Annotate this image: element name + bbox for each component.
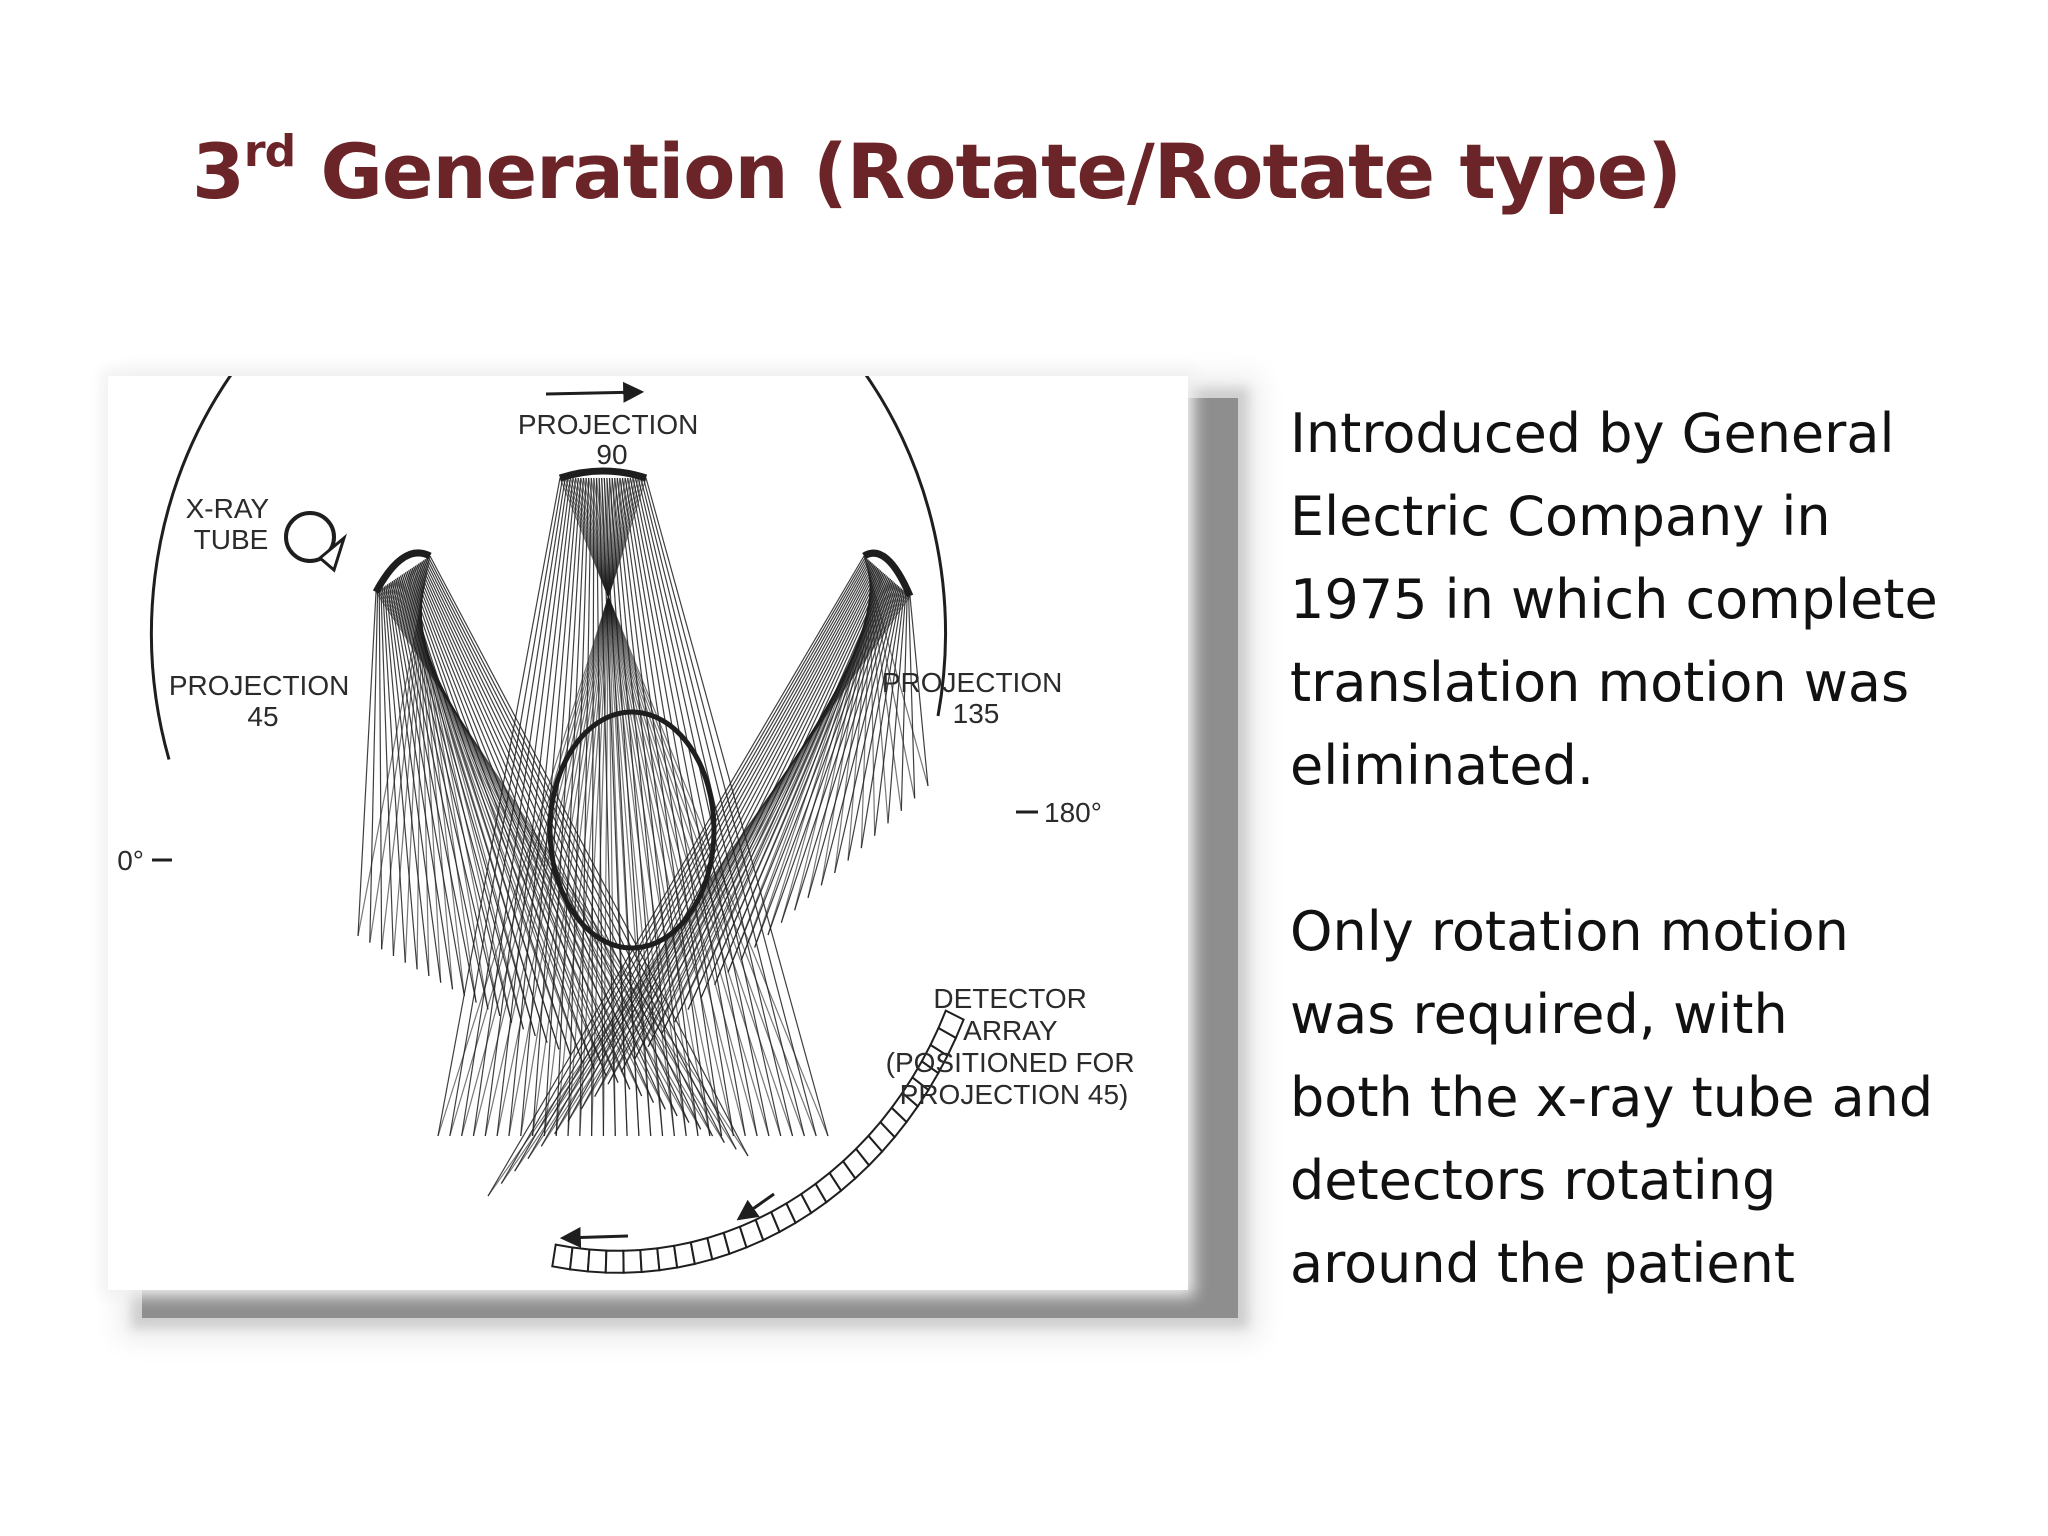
xray-tube-icon bbox=[284, 511, 347, 573]
label-angle-180: 180° bbox=[1044, 797, 1102, 828]
slide-title: 3rd Generation (Rotate/Rotate type) bbox=[192, 112, 1682, 232]
paragraph-line: translation motion was bbox=[1290, 651, 1910, 714]
beam-fan-135 bbox=[487, 549, 929, 1197]
detector-array-icon bbox=[551, 1009, 965, 1274]
paragraph-line: both the x-ray tube and bbox=[1290, 1066, 1934, 1129]
label-angle-0: 0° bbox=[117, 845, 144, 876]
label-detector-array: DETECTOR ARRAY (POSITIONED FOR PROJECTIO… bbox=[886, 983, 1143, 1110]
patient-outline bbox=[547, 709, 717, 951]
slide-body: Introduced by General Electric Company i… bbox=[1290, 392, 2010, 1388]
figure-frame: PROJECTION 90 X-RAY TUBE PROJECTION 45 P… bbox=[108, 376, 1188, 1290]
xray-beam-fans bbox=[357, 467, 929, 1197]
label-projection-90: PROJECTION 90 bbox=[518, 409, 706, 470]
paragraph-line: around the patient bbox=[1290, 1232, 1795, 1295]
paragraph-introduced: Introduced by General Electric Company i… bbox=[1290, 392, 2010, 807]
paragraph-line: was required, with bbox=[1290, 983, 1788, 1046]
rotation-arrow-bottom bbox=[736, 1192, 775, 1221]
ct-scanner-diagram: PROJECTION 90 X-RAY TUBE PROJECTION 45 P… bbox=[117, 376, 1143, 1274]
title-ordinal: 3 bbox=[192, 127, 245, 216]
paragraph-line: Only rotation motion bbox=[1290, 900, 1849, 963]
paragraph-line: eliminated. bbox=[1290, 734, 1594, 797]
beam-fan-45 bbox=[357, 549, 749, 1157]
paragraph-line: Introduced by General bbox=[1290, 402, 1895, 465]
title-ordinal-suffix: rd bbox=[243, 126, 296, 177]
paragraph-line: detectors rotating bbox=[1290, 1149, 1777, 1212]
title-text: Generation (Rotate/Rotate type) bbox=[295, 127, 1682, 216]
label-projection-135: PROJECTION 135 bbox=[882, 667, 1070, 729]
paragraph-line: 1975 in which complete bbox=[1290, 568, 1938, 631]
label-xray-tube: X-RAY TUBE bbox=[186, 493, 277, 555]
paragraph-line: Electric Company in bbox=[1290, 485, 1831, 548]
rotation-arrow-top bbox=[545, 381, 645, 403]
gantry-circle bbox=[150, 376, 947, 760]
detector-direction-arrow bbox=[559, 1226, 629, 1248]
label-projection-45: PROJECTION 45 bbox=[169, 670, 357, 732]
paragraph-rotation: Only rotation motion was required, with … bbox=[1290, 890, 2010, 1305]
